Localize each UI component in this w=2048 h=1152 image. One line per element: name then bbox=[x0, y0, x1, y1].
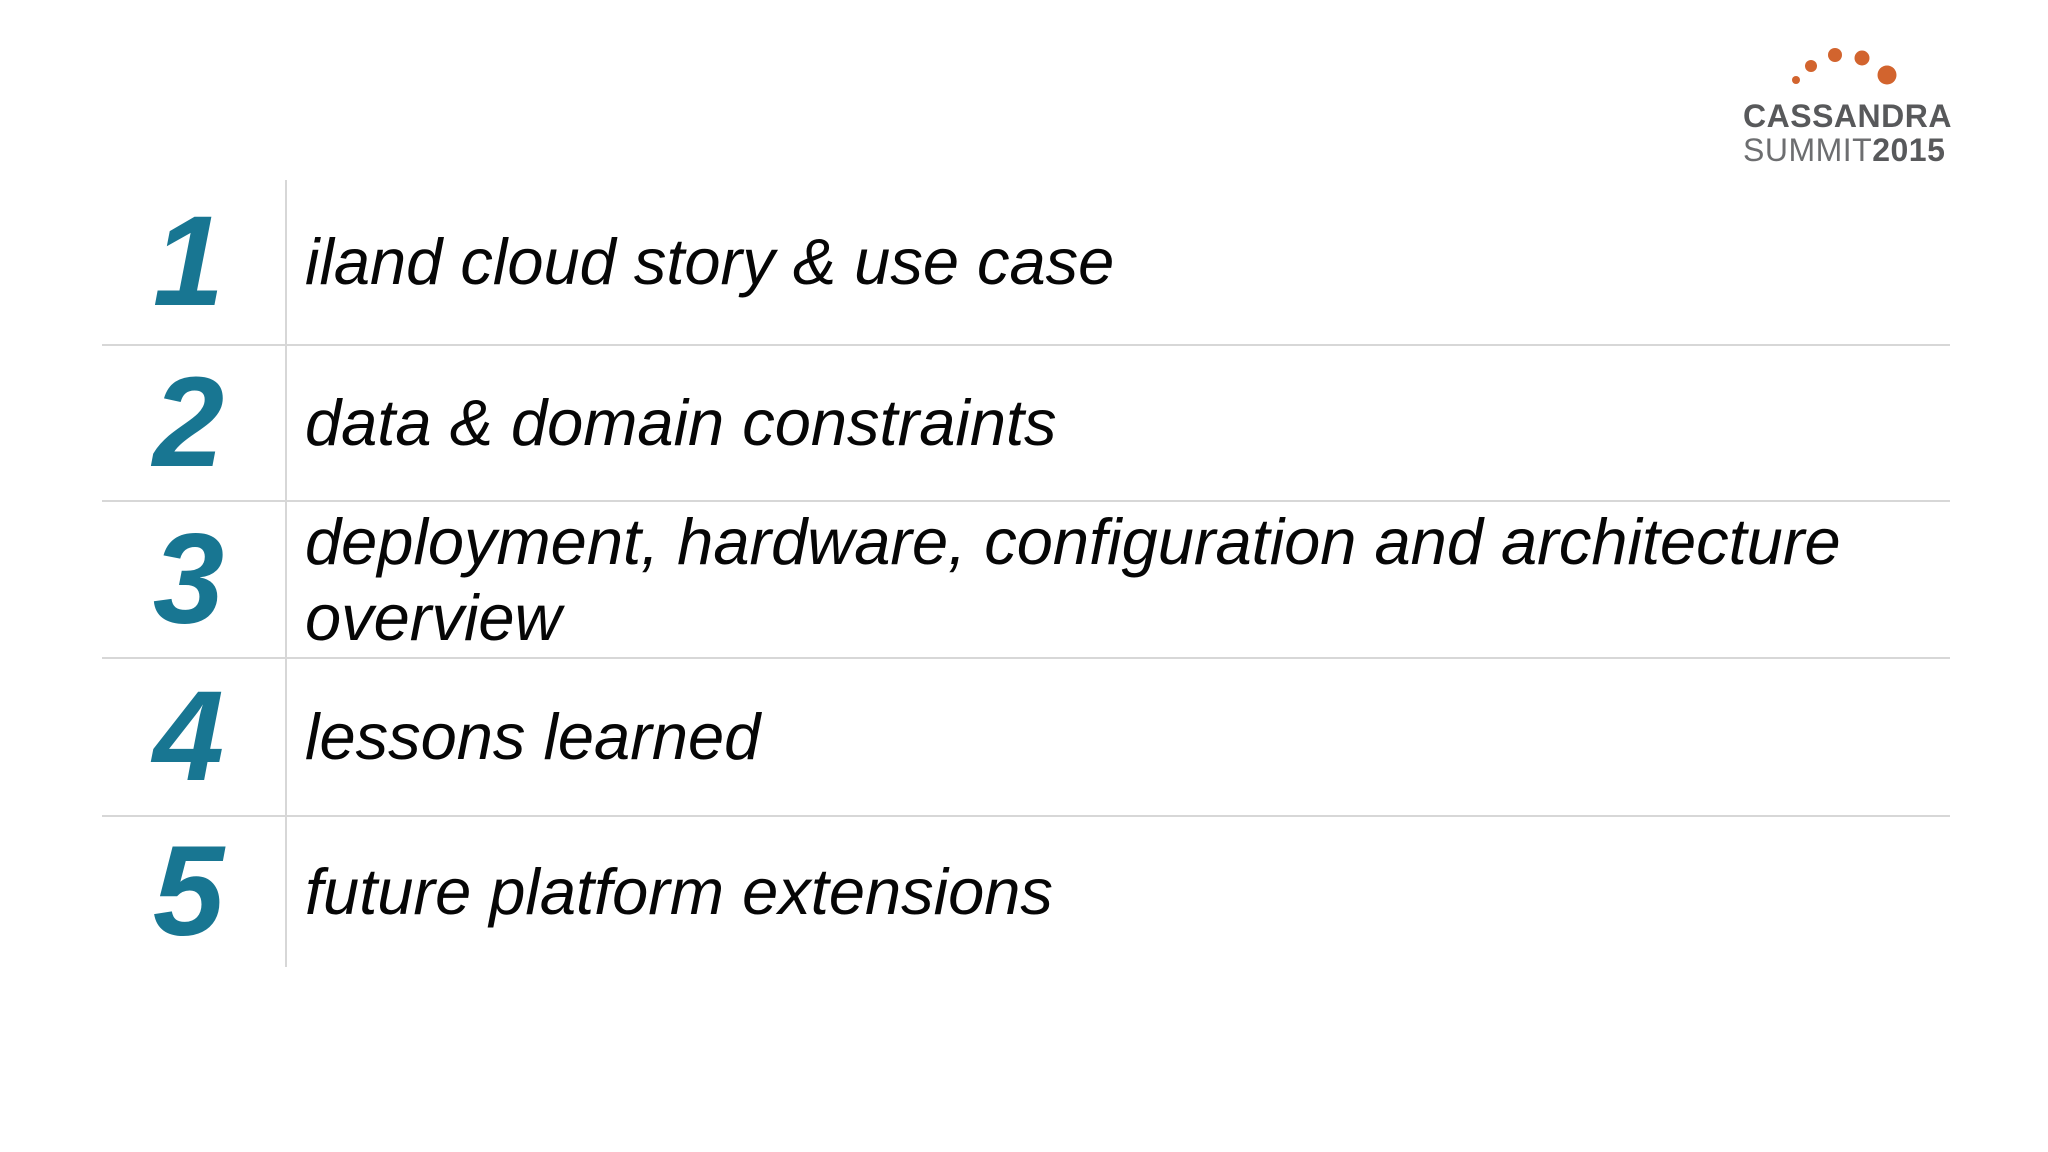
agenda-label: lessons learned bbox=[305, 700, 761, 774]
logo-dot bbox=[1828, 48, 1842, 62]
agenda-row-5: 5 future platform extensions bbox=[102, 817, 1950, 967]
agenda-table: 1 iland cloud story & use case 2 data & … bbox=[102, 180, 1950, 967]
agenda-number: 1 bbox=[152, 190, 225, 333]
agenda-label-cell: future platform extensions bbox=[287, 817, 1950, 967]
agenda-label: deployment, hardware, configuration and … bbox=[305, 505, 1841, 654]
logo-dot bbox=[1805, 60, 1817, 72]
agenda-number-cell: 1 bbox=[102, 180, 287, 344]
logo-year-text: 2015 bbox=[1872, 131, 1946, 168]
logo-dot bbox=[1877, 65, 1897, 85]
agenda-number-cell: 4 bbox=[102, 659, 287, 815]
agenda-row-1: 1 iland cloud story & use case bbox=[102, 180, 1950, 346]
agenda-row-2: 2 data & domain constraints bbox=[102, 346, 1950, 502]
agenda-number-cell: 3 bbox=[102, 502, 287, 657]
agenda-label-cell: data & domain constraints bbox=[287, 346, 1950, 500]
agenda-row-4: 4 lessons learned bbox=[102, 659, 1950, 817]
agenda-label-cell: deployment, hardware, configuration and … bbox=[287, 502, 1950, 657]
logo-summit-text: SUMMIT bbox=[1743, 131, 1873, 168]
cassandra-dots-icon bbox=[1792, 48, 1897, 85]
logo-dot bbox=[1854, 50, 1870, 66]
agenda-number-cell: 5 bbox=[102, 817, 287, 967]
logo-brand-text: CASSANDRA bbox=[1743, 98, 1952, 134]
agenda-label-cell: iland cloud story & use case bbox=[287, 180, 1950, 344]
agenda-number: 2 bbox=[152, 351, 225, 494]
agenda-label: data & domain constraints bbox=[305, 386, 1057, 460]
logo-dot bbox=[1792, 76, 1800, 84]
agenda-row-3: 3 deployment, hardware, configuration an… bbox=[102, 502, 1950, 659]
agenda-label: future platform extensions bbox=[305, 855, 1053, 929]
agenda-number: 3 bbox=[152, 507, 225, 651]
cassandra-summit-logo: CASSANDRA SUMMIT2015 bbox=[1743, 34, 1973, 167]
logo-summit-year-text: SUMMIT2015 bbox=[1743, 131, 1973, 168]
agenda-number: 5 bbox=[152, 820, 225, 963]
agenda-label-cell: lessons learned bbox=[287, 659, 1950, 815]
agenda-label: iland cloud story & use case bbox=[305, 225, 1115, 299]
agenda-number: 4 bbox=[152, 665, 225, 808]
agenda-number-cell: 2 bbox=[102, 346, 287, 500]
